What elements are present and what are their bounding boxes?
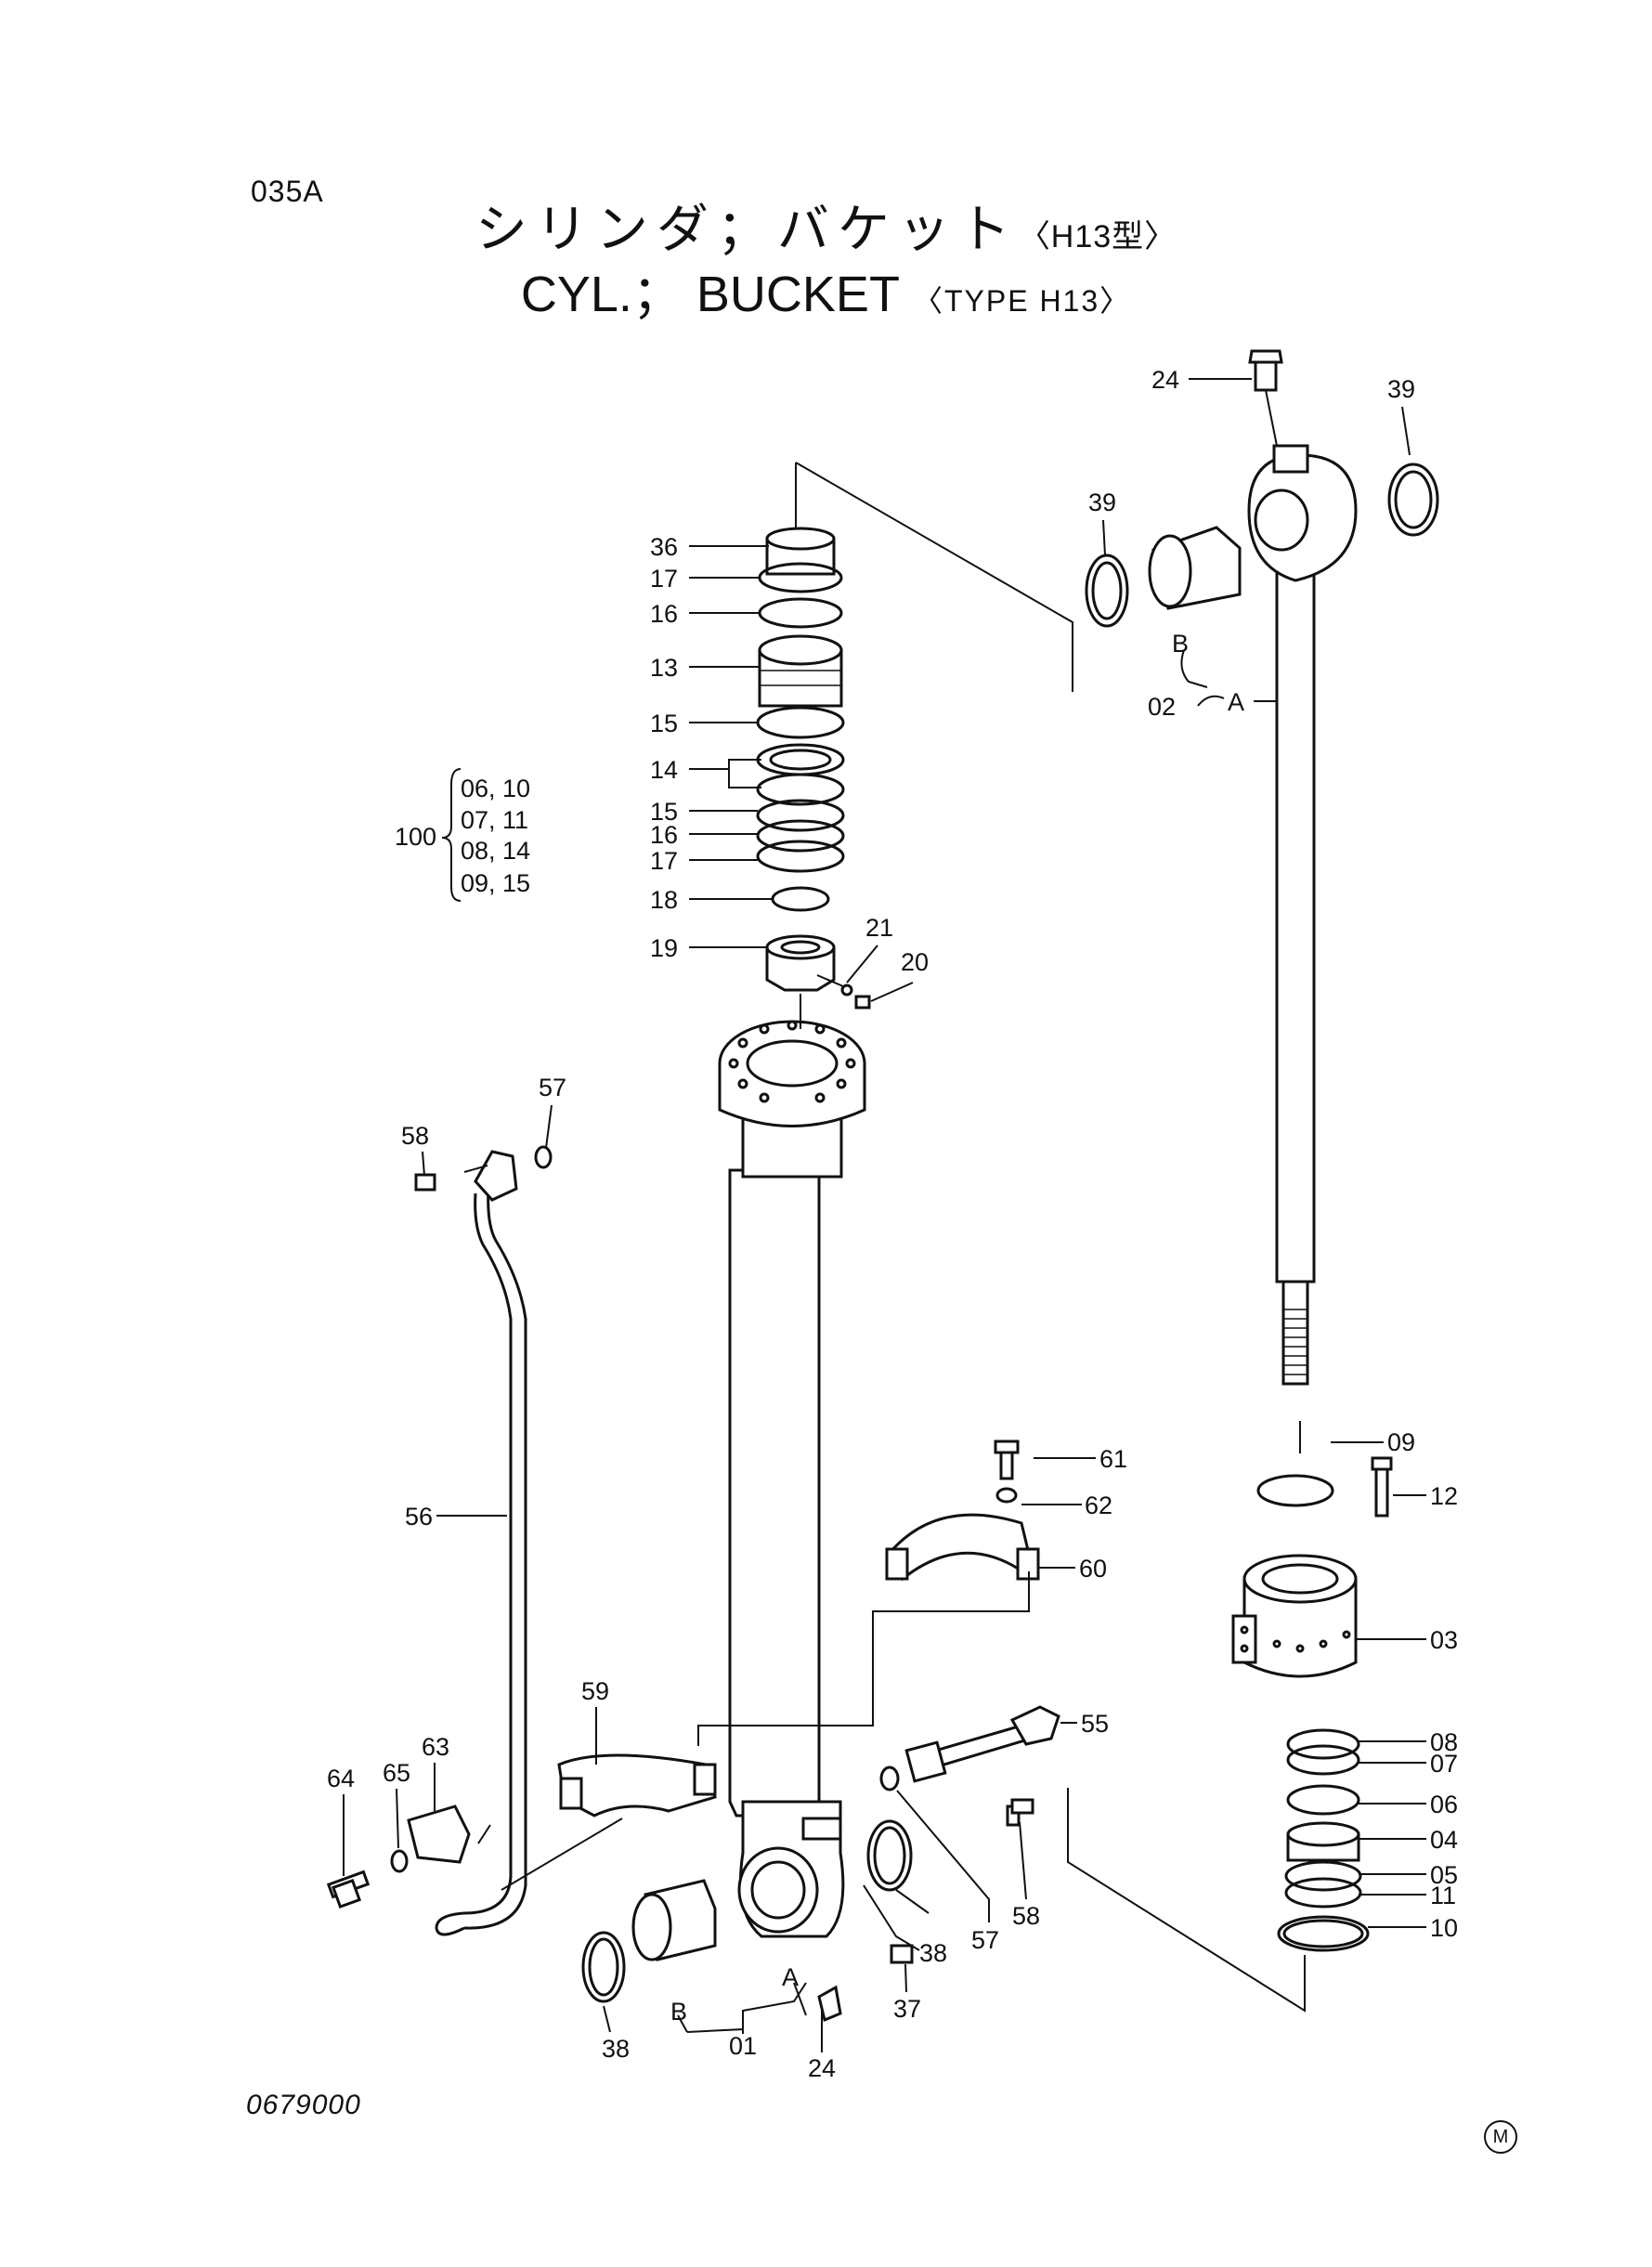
callout-11: 11 [1430, 1882, 1456, 1909]
pipe-block-assembly [326, 1804, 491, 1909]
callout-57-top: 57 [539, 1074, 566, 1101]
callout-13: 13 [650, 654, 678, 682]
callout-01: 01 [729, 2032, 757, 2060]
callout-39-left: 39 [1088, 489, 1116, 516]
leader-lines [343, 378, 1426, 2052]
upper-clamp [885, 1440, 1040, 1582]
callout-05: 05 [1430, 1861, 1458, 1889]
callout-16: 16 [650, 600, 678, 628]
callout-61: 61 [1099, 1445, 1127, 1473]
callout-14: 14 [650, 756, 678, 784]
callout-57-bottom: 57 [971, 1926, 999, 1954]
callout-02: 02 [1148, 693, 1176, 721]
label-B-rod: B [1172, 630, 1189, 658]
callout-38-left: 38 [602, 2035, 630, 2063]
lower-clamp [557, 1753, 717, 1818]
piston-and-rod-end-parts [1231, 1421, 1393, 1952]
piston-rod [1247, 444, 1358, 1386]
callout-20: 20 [901, 948, 929, 976]
callouts: 36 17 16 13 15 14 15 16 17 18 19 21 20 2… [327, 366, 1458, 2082]
callout-36: 36 [650, 533, 678, 561]
callout-10: 10 [1430, 1914, 1458, 1942]
callout-17-lower: 17 [650, 847, 678, 875]
callout-16-lower: 16 [650, 821, 678, 849]
callout-15: 15 [650, 710, 678, 737]
kit-brace [441, 768, 462, 902]
callout-24-top: 24 [1151, 366, 1179, 394]
cylinder-tube [718, 1020, 866, 1938]
registered-mark: M [1484, 2120, 1517, 2154]
callout-17: 17 [650, 565, 678, 593]
kit-row-4: 09, 15 [461, 869, 530, 897]
title-en-type: 〈TYPE H13〉 [912, 284, 1132, 318]
kit-number: 100 [395, 823, 436, 851]
callout-06: 06 [1430, 1791, 1458, 1818]
callout-03: 03 [1430, 1626, 1458, 1654]
callout-24-bottom: 24 [808, 2054, 836, 2082]
callout-07: 07 [1430, 1750, 1458, 1778]
title-japanese: シリンダ；バケット〈H13型〉 [0, 188, 1652, 263]
title-jp-type: 〈H13型〉 [1018, 219, 1177, 254]
callout-37: 37 [893, 1995, 921, 2023]
kit-row-2: 07, 11 [461, 806, 528, 834]
rod-bushing-and-seals [1085, 349, 1439, 628]
callout-58-bottom: 58 [1012, 1902, 1040, 1930]
callout-09: 09 [1387, 1428, 1415, 1456]
callout-19: 19 [650, 934, 678, 962]
callout-38-right: 38 [919, 1939, 947, 1967]
callout-62: 62 [1085, 1492, 1112, 1519]
page-code: 035A [251, 175, 324, 208]
callout-55: 55 [1081, 1710, 1109, 1738]
callout-56: 56 [405, 1503, 433, 1531]
label-A-tube: A [782, 1963, 799, 1991]
callout-04: 04 [1430, 1826, 1458, 1854]
label-A-rod: A [1228, 688, 1244, 716]
kit-row-1: 06, 10 [461, 775, 530, 802]
hydraulic-pipe [414, 1145, 553, 1936]
callout-21: 21 [865, 914, 893, 942]
title-english: CYL.； BUCKET 〈TYPE H13〉 [0, 253, 1652, 326]
callout-63: 63 [422, 1733, 449, 1761]
fitting-assembly [879, 1705, 1060, 1827]
tube-bushing-and-seals [581, 1819, 914, 2023]
rod-thread [1283, 1309, 1307, 1375]
callout-60: 60 [1079, 1555, 1107, 1583]
callout-15-lower: 15 [650, 798, 678, 826]
title-en-text: CYL.； BUCKET [520, 267, 899, 322]
callout-18: 18 [650, 886, 678, 914]
callout-59: 59 [581, 1677, 609, 1705]
callout-65: 65 [383, 1759, 410, 1787]
callout-58-top: 58 [401, 1122, 429, 1150]
document-number: 0679000 [246, 2090, 361, 2120]
callout-39-right: 39 [1387, 375, 1415, 403]
flange-bolt-holes [728, 1020, 856, 1103]
title-jp-text: シリンダ；バケット [475, 200, 1019, 258]
label-B-tube: B [670, 1998, 687, 2026]
callout-64: 64 [327, 1765, 355, 1792]
callout-12: 12 [1430, 1482, 1458, 1510]
kit-row-3: 08, 14 [461, 837, 530, 865]
callout-08: 08 [1430, 1728, 1458, 1756]
gland-seal-stack [756, 527, 871, 1029]
